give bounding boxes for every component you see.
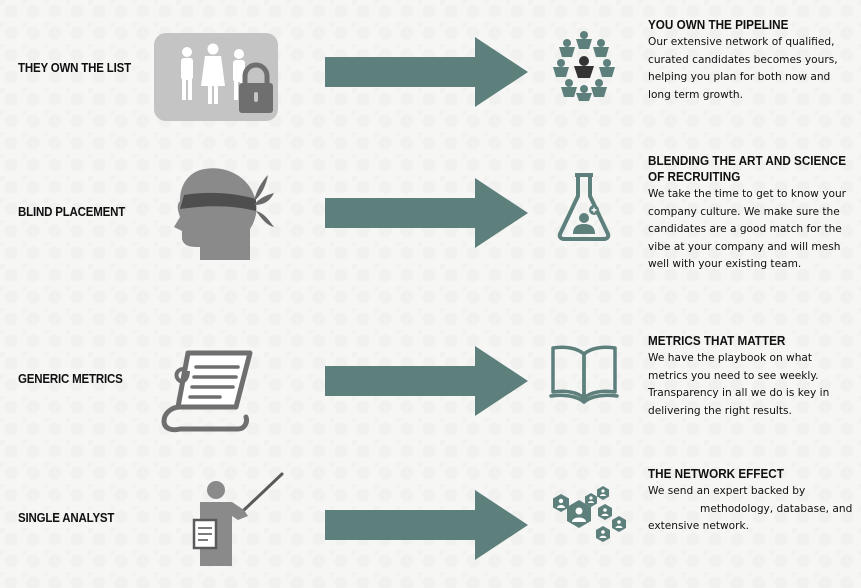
benefit-body-line: We send an expert backed by [648, 485, 806, 497]
arrow-right-icon [325, 346, 528, 416]
benefit-body: We have the playbook on what metrics you… [648, 352, 830, 417]
left-label-single-analyst: SINGLE ANALYST [18, 511, 115, 525]
benefit-block-metrics: METRICS THAT MATTER We have the playbook… [648, 333, 853, 420]
benefit-body: We take the time to get to know your com… [648, 188, 847, 270]
left-label-blind-placement: BLIND PLACEMENT [18, 205, 126, 219]
arrow-right-icon [325, 37, 528, 107]
flask-icon [556, 170, 612, 247]
benefit-block-art-science: BLENDING THE ART AND SCIENCE OF RECRUITI… [648, 153, 853, 274]
arrow-right-icon [325, 490, 528, 560]
locked-people-icon [153, 32, 279, 127]
left-label-generic-metrics: GENERIC METRICS [18, 372, 123, 386]
benefit-title: THE NETWORK EFFECT [648, 466, 784, 481]
benefit-block-pipeline: YOU OWN THE PIPELINE Our extensive netwo… [648, 17, 853, 104]
presenter-icon [186, 470, 286, 575]
arrow-right-icon [325, 178, 528, 248]
benefit-body-rest-text: methodology, database, and extensive net… [648, 502, 853, 533]
benefit-block-network-effect: THE NETWORK EFFECT We send an expert bac… [648, 466, 853, 536]
benefit-title: YOU OWN THE PIPELINE [648, 17, 789, 32]
open-book-icon [549, 344, 619, 411]
scroll-document-icon [158, 345, 260, 440]
hexagon-network-icon [549, 484, 627, 549]
benefit-body: We send an expert backed by methodology,… [648, 483, 853, 536]
benefit-title: METRICS THAT MATTER [648, 333, 786, 348]
benefit-body-rest: methodology, database, and extensive net… [648, 501, 853, 536]
benefit-body: Our extensive network of qualified, cura… [648, 36, 838, 101]
people-network-icon [553, 30, 615, 107]
benefit-title: BLENDING THE ART AND SCIENCE OF RECRUITI… [648, 153, 847, 184]
left-label-they-own-the-list: THEY OWN THE LIST [18, 61, 131, 75]
blindfolded-head-icon [170, 165, 275, 268]
